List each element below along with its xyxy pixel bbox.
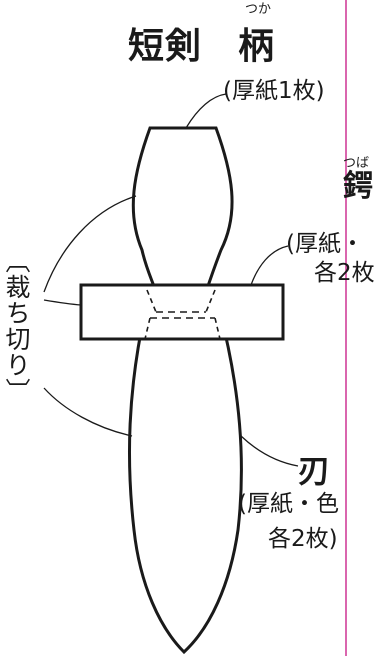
- guard-ruby: つば: [343, 156, 370, 171]
- hidden-hilt-right-edge: [205, 289, 216, 313]
- hilt-title: 柄: [238, 25, 275, 67]
- hilt-ruby: つか: [245, 2, 272, 17]
- blade-material-note-line2: 各2枚): [268, 526, 338, 552]
- blade-shape: [128, 310, 243, 655]
- hidden-hilt-left-edge: [146, 289, 157, 313]
- cut-leader-blade: [43, 387, 133, 437]
- hidden-blade-left-edge: [144, 317, 151, 340]
- guard-material-note-line2: 各2枚: [314, 260, 375, 286]
- page-title: 短剣: [128, 25, 203, 67]
- guard-note-leader: [250, 245, 289, 286]
- hilt-note-leader: [185, 93, 227, 129]
- cut-off-label: 〔裁ち切り〕: [2, 248, 31, 404]
- cut-leader-hilt: [43, 195, 137, 293]
- guard-material-note-line1: (厚紙・: [286, 231, 364, 257]
- cut-leader-guard: [43, 299, 82, 306]
- blade-note-leader: [240, 435, 299, 467]
- hilt-material-note: (厚紙1枚): [223, 78, 325, 104]
- blade-title: 刃: [298, 452, 331, 490]
- hidden-blade-right-edge: [214, 317, 221, 340]
- blade-material-note-line1: (厚紙・色: [238, 491, 339, 517]
- hilt-shape: [131, 126, 234, 294]
- guard-title: 鍔: [343, 169, 373, 204]
